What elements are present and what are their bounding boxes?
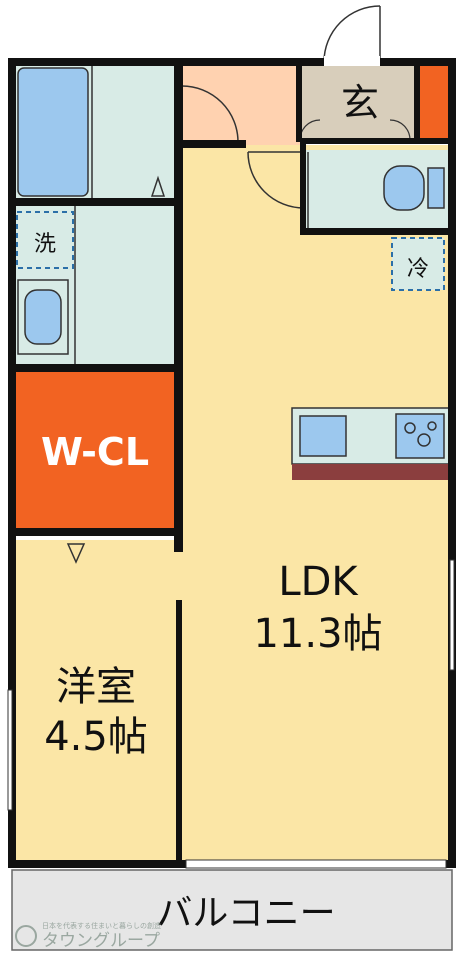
closet-door-marker bbox=[66, 543, 86, 564]
entrance-floor bbox=[300, 62, 418, 140]
counter-front bbox=[292, 464, 450, 480]
shoebox bbox=[418, 62, 452, 140]
front-door-arc bbox=[323, 5, 381, 63]
toilet-door-arc bbox=[247, 151, 305, 209]
fridge-space bbox=[391, 237, 445, 291]
washer-label: 洗 bbox=[34, 232, 56, 257]
balcony-area bbox=[11, 869, 453, 951]
logo-icon bbox=[15, 925, 37, 947]
burner-2 bbox=[417, 433, 431, 447]
balcony-window bbox=[185, 859, 447, 869]
western-room-floor bbox=[12, 540, 180, 863]
logo-text: タウングループ bbox=[42, 931, 160, 951]
hall-door-arc bbox=[181, 85, 239, 143]
company-logo: 日本を代表する住まいと暮らしの創造 タウングループ bbox=[15, 921, 161, 951]
western-room-window bbox=[7, 689, 13, 811]
fridge-label: 冷 bbox=[407, 257, 429, 282]
entrance-door-arc-2 bbox=[389, 119, 411, 141]
toilet-floor bbox=[300, 150, 452, 230]
balcony-label: バルコニー bbox=[156, 893, 335, 934]
western-room-name: 洋室 bbox=[56, 664, 136, 710]
bath-door-marker bbox=[150, 175, 166, 197]
washer-pan bbox=[16, 211, 74, 269]
ldk-name: LDK bbox=[278, 559, 359, 605]
toilet-tank bbox=[427, 167, 445, 209]
kitchen-sink bbox=[299, 415, 347, 457]
western-room-size: 4.5帖 bbox=[44, 714, 148, 760]
hall-floor bbox=[180, 62, 300, 145]
ldk-size: 11.3帖 bbox=[253, 611, 382, 657]
burner-1 bbox=[404, 422, 416, 434]
entrance-label: 玄 bbox=[341, 81, 379, 125]
logo-tagline: 日本を代表する住まいと暮らしの創造 bbox=[42, 921, 161, 930]
closet-label: W-CL bbox=[41, 430, 149, 474]
closet-floor bbox=[12, 370, 180, 532]
toilet-bowl bbox=[383, 165, 425, 211]
burner-3 bbox=[427, 421, 437, 431]
washbasin-bowl bbox=[24, 289, 62, 345]
ldk-window bbox=[449, 559, 455, 671]
bathtub bbox=[17, 67, 89, 197]
